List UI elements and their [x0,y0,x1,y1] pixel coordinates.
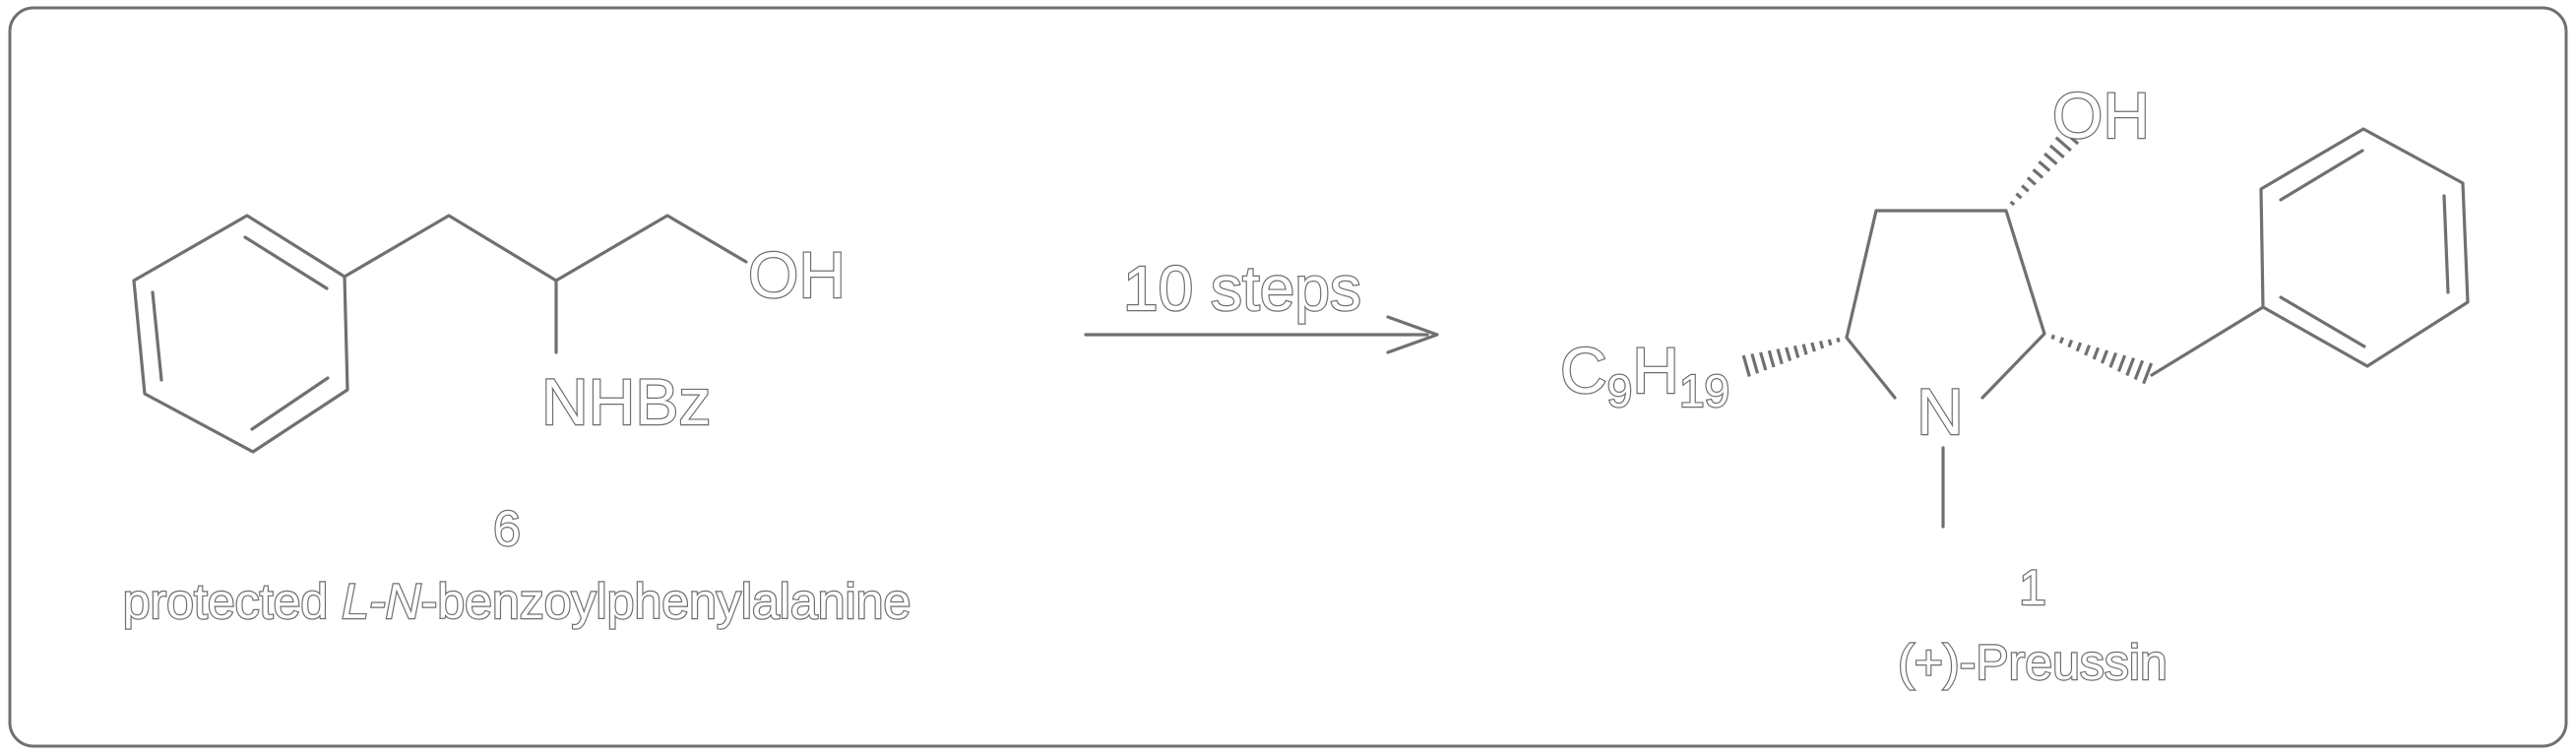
reactant-name-stereo: L-N [342,574,421,629]
hash-stroke [1750,353,1760,374]
hash-stroke [1776,348,1784,365]
reactant-structure: OH NHBz [132,214,847,454]
product-c9h19-c: C [1560,334,1607,407]
reaction-arrow [1084,315,1439,354]
hash-stroke [2038,159,2051,172]
product-pyrrolidine-ring [1845,209,2046,400]
product-ring-double-bond [2279,149,2364,202]
hash-stroke [2032,168,2044,179]
product-ring-double-bond [2279,295,2366,348]
hash-stroke [2021,184,2030,193]
product-compound-number: 1 [2019,560,2046,615]
hash-stroke [2048,144,2065,159]
product-hashed-wedge-oh [2009,128,2080,207]
hash-stroke [1810,342,1816,352]
product-hashed-wedge-benzyl [2050,334,2154,385]
hash-stroke [2009,200,2016,207]
hash-stroke [1767,349,1776,368]
product-atom-oh: OH [2052,79,2150,152]
reactant-atom-nhbz: NHBz [541,365,711,438]
product-c9h19-h-subscript: 19 [1679,365,1729,416]
hash-stroke [2125,357,2136,377]
hash-stroke [1818,340,1825,349]
product-atom-n: N [1916,375,1964,448]
reactant-compound-name: protected L-N-benzoylphenylalanine [123,574,911,629]
hash-stroke [2050,334,2055,341]
arrow-condition-label: 10 steps [1123,253,1361,324]
reaction-arrow-head [1386,315,1439,354]
product-atom-c9h19: C9H19 [1560,334,1729,416]
product-ring-double-bond [2442,194,2450,294]
product-structure: OH N C9H19 [1559,78,2470,529]
hash-stroke [2092,346,2101,360]
hash-stroke [2084,345,2092,356]
hash-stroke [2108,351,2118,368]
product-benzene-ring [2259,127,2470,368]
reactant-atom-oh: OH [748,238,846,311]
hash-stroke [2054,136,2072,153]
hash-stroke [1785,346,1792,362]
hash-stroke [2067,339,2074,348]
product-c9h19-h: H [1632,334,1679,407]
reactant-side-chain [343,214,748,283]
hash-stroke [1801,344,1808,355]
reactant-ring-double-bond [250,376,330,431]
hash-stroke [2015,192,2023,200]
hash-stroke [2075,342,2083,352]
reactant-compound-number: 6 [493,501,521,556]
hash-stroke [1836,337,1841,344]
hash-stroke [2043,152,2058,165]
hash-stroke [2058,337,2065,345]
reactant-benzene-ring [132,214,349,454]
product-benzyl-bond [2150,305,2265,377]
hash-stroke [1827,339,1833,346]
reactant-ring-double-bond [151,290,163,382]
hash-stroke [2142,362,2154,385]
hash-stroke [2060,128,2080,146]
reactant-name-prefix: protected [123,574,342,629]
hash-stroke [2116,354,2127,372]
hash-stroke [2101,349,2109,364]
hash-stroke [2133,359,2145,381]
reactant-ring-double-bond [243,235,329,290]
hash-stroke [1741,354,1751,377]
hash-stroke [2026,176,2037,186]
product-hashed-wedge-nonyl [1741,337,1841,377]
hash-stroke [1792,345,1800,358]
hash-stroke [1759,351,1768,371]
product-compound-name: (+)-Preussin [1898,635,2168,690]
product-c9h19-c-subscript: 9 [1607,365,1633,416]
reactant-name-suffix: -benzoylphenylalanine [421,574,911,629]
scheme-frame [8,6,2568,748]
